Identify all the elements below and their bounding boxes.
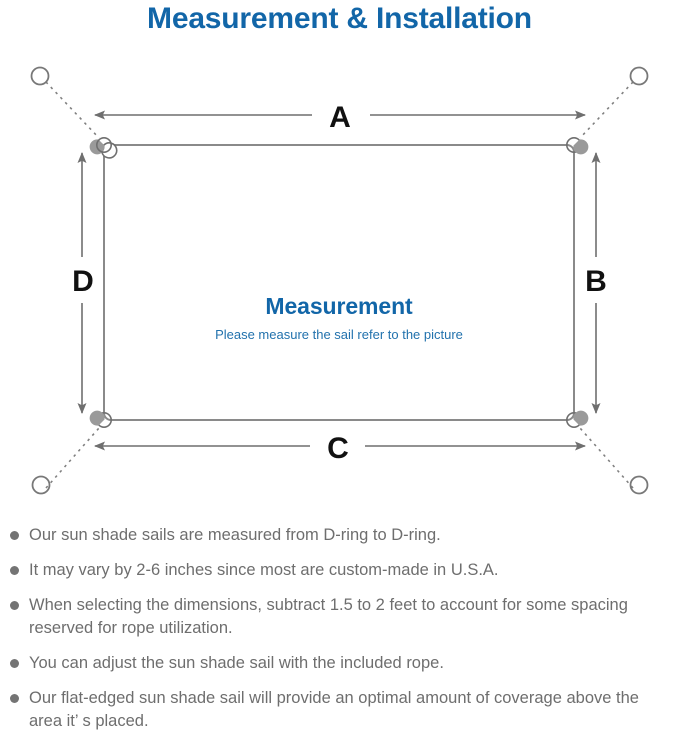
rope-lines (45, 81, 634, 489)
note-text: You can adjust the sun shade sail with t… (29, 654, 444, 672)
dimension-label-d: D (72, 265, 94, 298)
anchor-points (30, 66, 649, 495)
page-title: Measurement & Installation (147, 2, 532, 35)
d-ring-top-right-fill (573, 139, 589, 155)
dimension-label-a: A (329, 101, 351, 134)
rope-bottom-right (579, 427, 634, 489)
d-ring-bottom-left-fill (89, 410, 105, 426)
bullet-icon (10, 531, 19, 540)
anchor-circle-bottom-left (31, 475, 51, 495)
list-item: You can adjust the sun shade sail with t… (0, 652, 679, 675)
note-text: Our flat-edged sun shade sail will provi… (29, 689, 639, 730)
anchor-circle-bottom-right (629, 475, 649, 495)
note-text: Our sun shade sails are measured from D-… (29, 526, 441, 544)
list-item: When selecting the dimensions, subtract … (0, 594, 679, 640)
rope-top-left (45, 81, 100, 139)
anchor-circle-top-right (629, 66, 649, 86)
rope-top-right (579, 81, 634, 139)
list-item: It may vary by 2-6 inches since most are… (0, 559, 679, 582)
d-ring-bottom-right-fill (573, 410, 589, 426)
d-rings (89, 137, 589, 428)
anchor-circle-top-left (30, 66, 50, 86)
bullet-icon (10, 659, 19, 668)
rope-bottom-left (45, 427, 100, 489)
note-text: It may vary by 2-6 inches since most are… (29, 561, 499, 579)
d-ring-top-left-ring (96, 137, 113, 154)
dimension-label-c: C (327, 432, 349, 465)
sail-rectangle (103, 144, 575, 421)
diagram-svg: A B C D (30, 66, 649, 495)
bullet-icon (10, 694, 19, 703)
measurement-diagram: A B C D Measurement Please measure the s… (0, 50, 679, 520)
dimension-label-b: B (585, 265, 607, 298)
bullet-icon (10, 566, 19, 575)
note-text: When selecting the dimensions, subtract … (29, 596, 628, 637)
notes-list: Our sun shade sails are measured from D-… (0, 524, 679, 745)
bullet-icon (10, 601, 19, 610)
list-item: Our flat-edged sun shade sail will provi… (0, 687, 679, 733)
list-item: Our sun shade sails are measured from D-… (0, 524, 679, 547)
